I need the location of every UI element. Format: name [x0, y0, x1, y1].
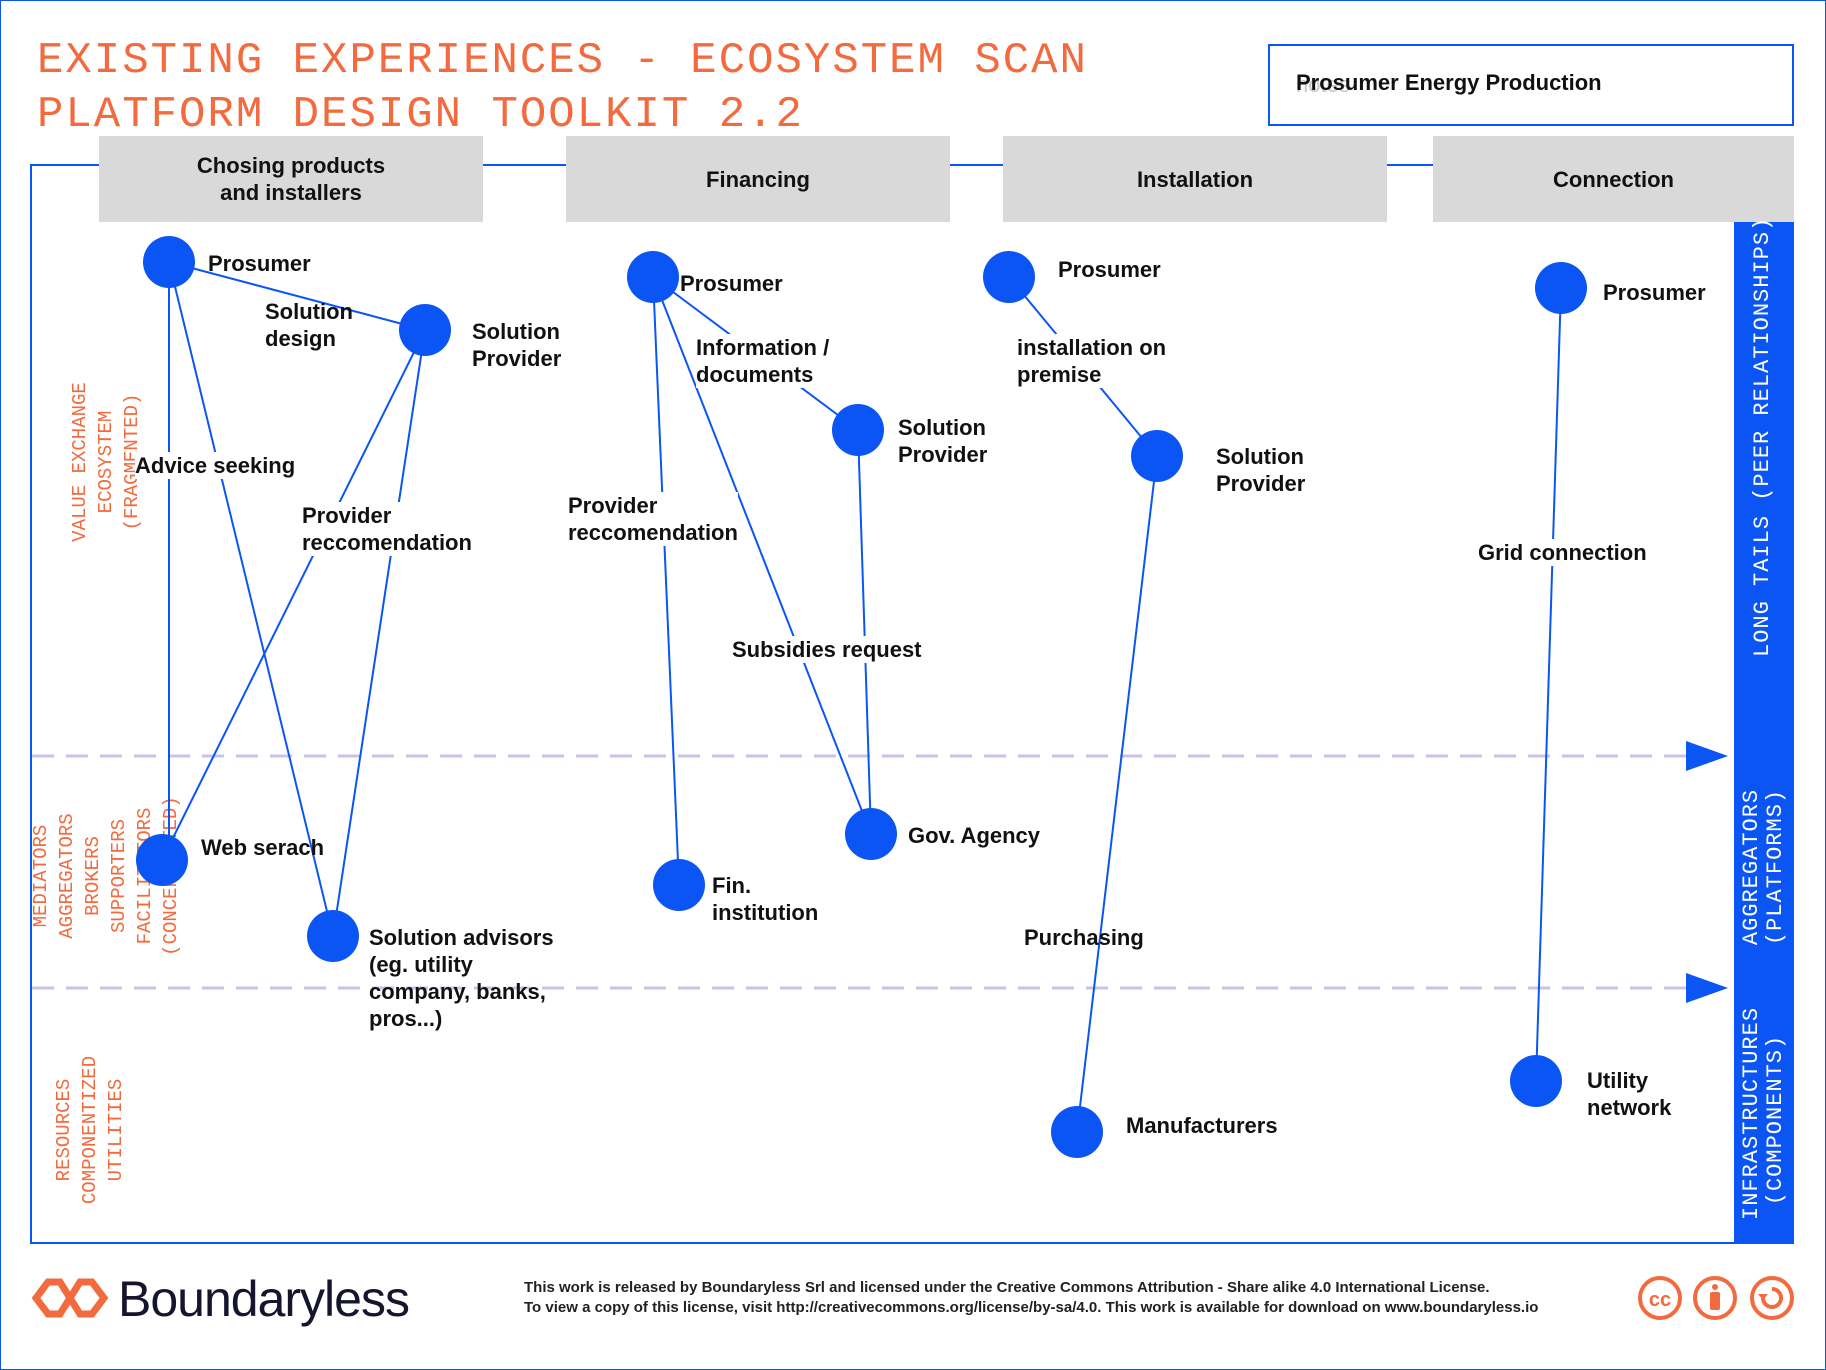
page-title: EXISTING EXPERIENCES - ECOSYSTEM SCAN [37, 36, 1088, 86]
node-c2-solution-provider [832, 404, 884, 456]
right-layer-band [1736, 222, 1794, 1244]
notes-placeholder: notes [1296, 72, 1350, 97]
node-label-c2-gov-agency: Gov. Agency [908, 823, 1041, 848]
edge-grid-connection [1535, 287, 1562, 1082]
svg-text:cc: cc [1649, 1289, 1671, 1311]
page-subtitle: PLATFORM DESIGN TOOLKIT 2.2 [37, 90, 804, 140]
boundaryless-logo-icon [31, 1278, 109, 1318]
node-label-c1-solution-advisors: Solution advisors(eg. utility company, b… [369, 925, 554, 1031]
node-c1-solution-provider [399, 304, 451, 356]
edge-label-purchasing: Purchasing [1024, 925, 1144, 950]
edge-label-subsidies-request: Subsidies request [732, 636, 922, 663]
node-c2-fin-institution [653, 859, 705, 911]
edge-subsidies-request [652, 276, 872, 835]
by-icon [1693, 1276, 1737, 1320]
node-label-c3-prosumer: Prosumer [1058, 257, 1161, 282]
node-label-c2-fin-institution: Fin.institution [712, 873, 819, 925]
column-header-financing: Financing [566, 136, 950, 222]
edge-provider-gov [857, 429, 872, 835]
node-c1-web-search [136, 834, 188, 886]
column-header-installation: Installation [1003, 136, 1387, 222]
node-c3-solution-provider [1131, 430, 1183, 482]
node-c4-utility-network [1510, 1055, 1562, 1107]
sa-icon [1750, 1276, 1794, 1320]
node-c3-manufacturers [1051, 1106, 1103, 1158]
edge-to-solution-advisors [168, 261, 334, 937]
node-c1-solution-advisors [307, 910, 359, 962]
node-c2-gov-agency [845, 808, 897, 860]
cc-icon: cc [1638, 1276, 1682, 1320]
notes-value: Prosumer Energy Production [1296, 70, 1602, 95]
node-c2-prosumer [627, 251, 679, 303]
edge-solution-design [168, 261, 426, 331]
node-label-c1-web-search: Web serach [201, 835, 325, 860]
brand-name: Boundaryless [118, 1271, 410, 1327]
node-c3-prosumer [983, 251, 1035, 303]
edge-provider-rec-fin [652, 276, 680, 886]
license-text: This work is released by Boundaryless Sr… [524, 1279, 1539, 1316]
edge-label-advice-seeking: Advice seeking [135, 452, 296, 479]
node-c1-prosumer [143, 236, 195, 288]
node-label-c4-prosumer: Prosumer [1603, 280, 1706, 305]
edge-provider-rec-web [161, 329, 426, 861]
edge-label-information-documents: Information /documents [696, 334, 830, 388]
edge-purchasing [1076, 455, 1158, 1133]
edge-label-grid-connection: Grid connection [1478, 539, 1647, 566]
column-header-connection: Connection [1433, 136, 1794, 222]
notes-field[interactable]: notes Prosumer Energy Production [1268, 44, 1794, 126]
edge-provider-rec-advisors [332, 329, 426, 937]
node-label-c1-prosumer: Prosumer [208, 251, 311, 276]
node-label-c3-manufacturers: Manufacturers [1126, 1113, 1278, 1138]
node-c4-prosumer [1535, 262, 1587, 314]
node-label-c2-prosumer: Prosumer [680, 271, 783, 296]
